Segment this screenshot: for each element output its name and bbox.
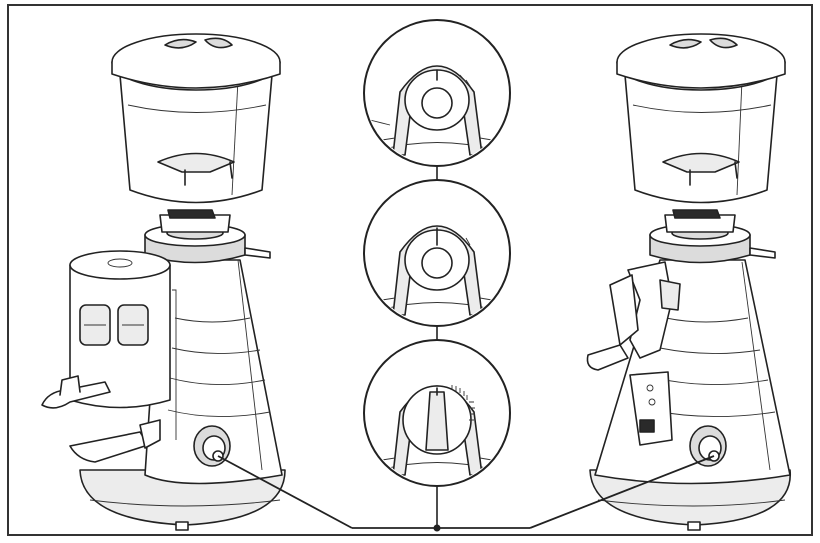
left-portafilter-fork: [69, 431, 149, 463]
dial-column: [363, 19, 511, 532]
leader-line-left: [217, 455, 353, 529]
dial-detail-2: [363, 179, 511, 327]
left-adjustment-knob: [193, 425, 231, 467]
right-hopper: [624, 74, 778, 204]
dial-detail-1: [363, 19, 511, 167]
left-hopper: [119, 74, 273, 204]
left-doser-lever: [41, 381, 111, 409]
figure-frame: [7, 4, 813, 536]
dial-detail-3: [363, 339, 511, 487]
right-adjustment-knob: [689, 425, 727, 467]
left-grinder-with-doser: [41, 33, 286, 531]
left-grinder-body: [144, 259, 283, 485]
right-grinder-doserless: [586, 33, 791, 531]
leader-line-right: [529, 455, 715, 529]
leader-lines: [217, 455, 715, 529]
